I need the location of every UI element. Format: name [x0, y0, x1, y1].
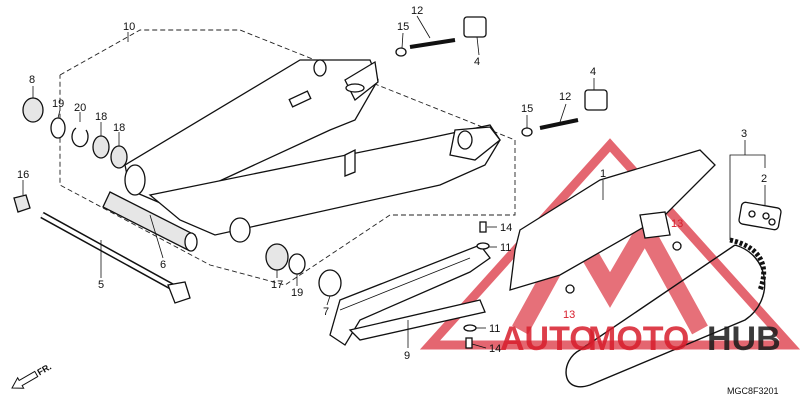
- diagram-code: MGC8F3201: [727, 386, 779, 396]
- chain-adjuster-upper: [395, 16, 487, 57]
- callout-2: 2: [761, 173, 767, 185]
- callout-18-second: 18: [113, 122, 125, 134]
- callout-15-upper: 15: [397, 21, 409, 33]
- callout-11-upper: 11: [500, 242, 511, 254]
- callout-19-left: 19: [52, 98, 64, 110]
- left-pivot-parts: [13, 97, 128, 213]
- watermark-text: AUTO MOTO HUB: [500, 320, 781, 358]
- callout-20: 20: [74, 102, 86, 114]
- leader-lines: [22, 15, 766, 349]
- pivot-bolt: [40, 211, 191, 304]
- right-pivot-parts: [265, 243, 342, 297]
- front-direction-label: FR.: [35, 361, 53, 377]
- front-direction-indicator: FR.: [11, 361, 53, 389]
- callout-13-lower: 13: [563, 309, 575, 321]
- callout-14-upper: 14: [500, 222, 512, 234]
- callout-11-lower: 11: [489, 323, 500, 335]
- callout-8: 8: [29, 74, 35, 86]
- callout-13-upper: 13: [671, 218, 683, 230]
- drive-chain: [565, 237, 767, 388]
- master-link: [738, 201, 782, 231]
- callout-12-lower: 12: [559, 91, 571, 103]
- callout-16: 16: [17, 169, 29, 181]
- callout-1: 1: [600, 168, 606, 180]
- callout-labels: 10 8 19 20 18 18 16 5 6 17 19 7 9 15 12 …: [17, 5, 767, 362]
- callout-6: 6: [160, 259, 166, 271]
- swingarm-assembly-outline: [59, 29, 516, 286]
- callout-7: 7: [323, 306, 329, 318]
- callout-3: 3: [741, 128, 747, 140]
- callout-5: 5: [98, 279, 104, 291]
- watermark-moto: MOTO: [588, 320, 689, 358]
- chain-guard: [509, 149, 716, 294]
- watermark-auto: AUTO: [500, 320, 596, 358]
- callout-12-upper: 12: [411, 5, 423, 17]
- callout-4-upper: 4: [474, 56, 480, 68]
- swingarm: [124, 59, 501, 243]
- chain-slider: [329, 244, 491, 346]
- callout-4-lower: 4: [590, 66, 596, 78]
- callout-10: 10: [123, 21, 135, 33]
- callout-19-right: 19: [291, 287, 303, 299]
- callout-14-lower: 14: [489, 343, 501, 355]
- callout-9: 9: [404, 350, 410, 362]
- callout-17: 17: [271, 279, 283, 291]
- watermark-hub: HUB: [707, 320, 781, 358]
- pivot-collar: [102, 191, 198, 252]
- slider-fasteners-upper: [476, 221, 490, 250]
- callout-15-lower: 15: [521, 103, 533, 115]
- callout-18-first: 18: [95, 111, 107, 123]
